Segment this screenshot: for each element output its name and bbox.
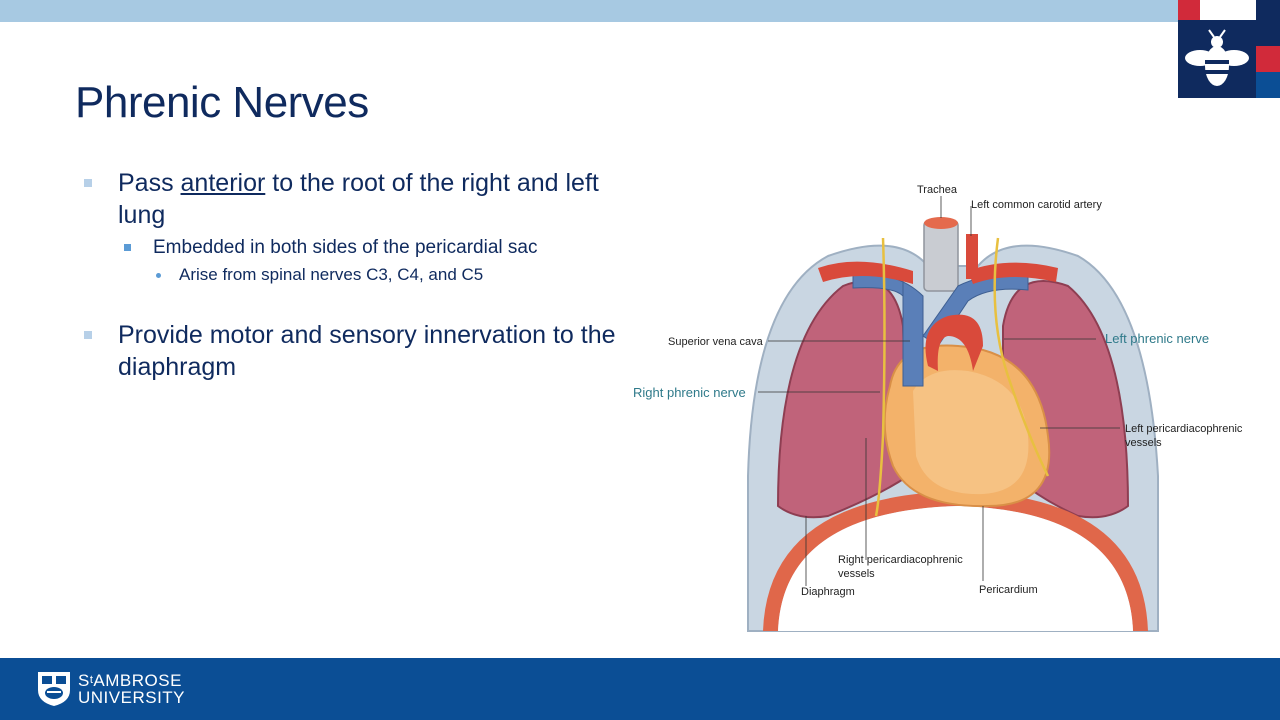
label-right-pericardiacophrenic-vessels: vessels xyxy=(838,568,875,580)
anatomy-diagram: Trachea Left common carotid artery Super… xyxy=(633,184,1243,632)
bee-icon xyxy=(1178,0,1280,98)
label-left-pericardiacophrenic-vessels: vessels xyxy=(1125,437,1162,449)
bullet-list: Pass anterior to the root of the right a… xyxy=(84,167,624,383)
slide-title: Phrenic Nerves xyxy=(75,78,369,127)
university-name: StAMBROSE UNIVERSITY xyxy=(78,672,185,706)
label-diaphragm: Diaphragm xyxy=(801,586,855,598)
thorax-illustration: Trachea Left common carotid artery Super… xyxy=(628,176,1268,636)
label-superior-vena-cava: Superior vena cava xyxy=(668,336,764,348)
underlined-term: anterior xyxy=(180,169,266,197)
bullet-text: to the root of the right and left lung xyxy=(118,169,599,229)
label-right-pericardiacophrenic: Right pericardiacophrenic xyxy=(838,554,963,566)
label-pericardium: Pericardium xyxy=(979,584,1038,596)
sub-sub-bullet-item: Arise from spinal nerves C3, C4, and C5 xyxy=(84,263,624,287)
label-trachea: Trachea xyxy=(917,184,958,196)
sub-bullet-item: Embedded in both sides of the pericardia… xyxy=(84,235,624,261)
label-left-common-carotid: Left common carotid artery xyxy=(971,199,1102,211)
label-left-pericardiacophrenic: Left pericardiacophrenic xyxy=(1125,423,1243,435)
bullet-item: Pass anterior to the root of the right a… xyxy=(84,167,624,231)
label-left-phrenic-nerve: Left phrenic nerve xyxy=(1105,331,1209,346)
bullet-item: Provide motor and sensory innervation to… xyxy=(84,319,624,383)
footer-bar: StAMBROSE UNIVERSITY xyxy=(0,658,1280,720)
bee-logo xyxy=(1178,0,1280,98)
top-accent-bar xyxy=(0,0,1178,22)
university-line-2: UNIVERSITY xyxy=(78,688,186,707)
label-right-phrenic-nerve: Right phrenic nerve xyxy=(633,385,746,400)
university-line-1: StAMBROSE xyxy=(78,671,182,690)
university-crest-icon xyxy=(38,672,70,706)
bullet-text: Pass xyxy=(118,169,181,197)
